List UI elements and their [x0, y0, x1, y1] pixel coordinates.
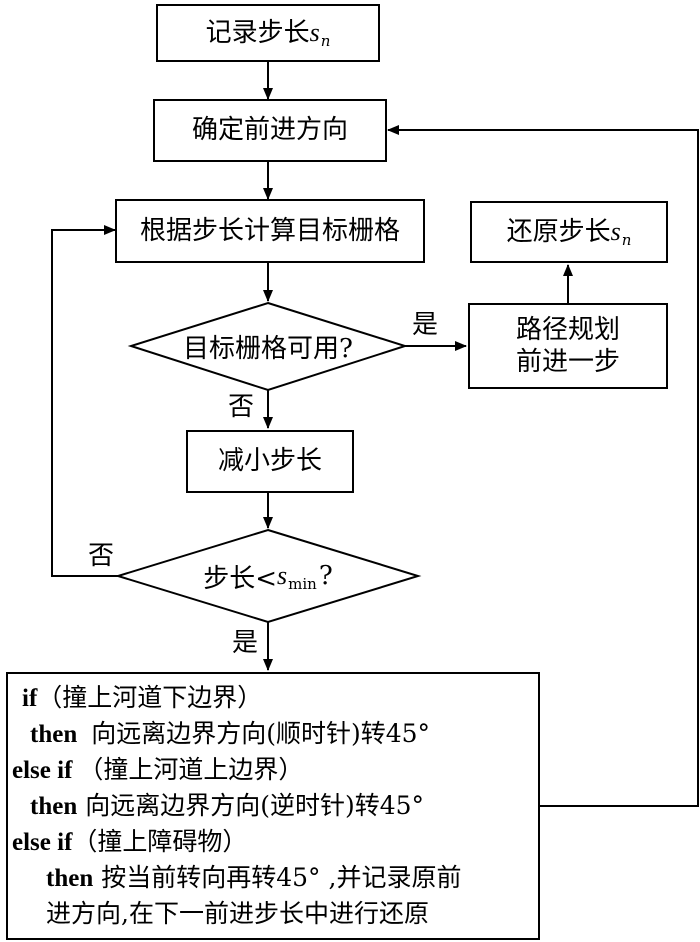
label-usable-yes: 是: [412, 310, 439, 340]
rules-line-6-keyword: then: [46, 865, 94, 892]
node-plan-path-line1: 路径规划: [515, 314, 620, 345]
rules-line-4-keyword: then: [30, 793, 78, 820]
rules-line-3-text: （撞上河道上边界）: [78, 755, 304, 784]
rules-line-3: else if（撞上河道上边界）: [8, 752, 538, 788]
label-step-yes: 是: [232, 628, 259, 658]
rules-line-7: 进方向,在下一前进步长中进行还原: [8, 896, 538, 931]
node-compute-target: 根据步长计算目标栅格: [115, 199, 425, 263]
label-usable-no: 否: [228, 392, 255, 422]
rules-line-1: if（撞上河道下边界）: [8, 680, 538, 716]
node-step-check-post: ?: [318, 561, 333, 591]
rules-line-6: then 按当前转向再转45° ,并记录原前: [8, 860, 538, 896]
node-restore-step-var: s: [610, 216, 621, 246]
node-step-check-pre: 步长<: [203, 563, 278, 594]
node-restore-step-label: 还原步长: [506, 216, 611, 247]
label-step-no: 否: [88, 541, 115, 571]
rules-line-4: then 向远离边界方向(逆时针)转45°: [8, 788, 538, 824]
node-record-step-var: s: [309, 17, 320, 47]
rules-line-7-text: 进方向,在下一前进步长中进行还原: [46, 899, 429, 928]
rules-line-1-keyword: if: [22, 685, 38, 712]
rules-line-1-text: （撞上河道下边界）: [37, 683, 263, 712]
rules-block: if（撞上河道下边界） then 向远离边界方向(顺时针)转45° else if…: [6, 672, 540, 940]
node-record-step-sub: n: [320, 31, 331, 50]
edge-step-no-loop-to-compute: [51, 225, 118, 577]
rules-line-2-text: 向远离边界方向(顺时针)转45°: [91, 719, 431, 748]
node-reduce-step: 减小步长: [186, 430, 354, 493]
edge-rules-loop-to-direction: [387, 125, 699, 807]
node-set-direction: 确定前进方向: [153, 99, 387, 162]
node-reduce-step-label: 减小步长: [217, 446, 322, 477]
rules-line-3-keyword: else if: [12, 757, 73, 784]
node-step-check-var: s: [277, 561, 288, 590]
node-record-step-label: 记录步长: [205, 17, 310, 48]
rules-line-5-text: （撞上障碍物）: [72, 827, 248, 856]
node-plan-path: 路径规划 前进一步: [468, 303, 668, 389]
node-target-usable-label: 目标栅格可用?: [183, 333, 353, 364]
node-plan-path-line2: 前进一步: [515, 347, 620, 377]
rules-line-2-keyword: then: [30, 721, 78, 748]
node-target-usable-text: 目标栅格可用?: [131, 325, 405, 367]
node-set-direction-label: 确定前进方向: [191, 115, 348, 146]
rules-line-2: then 向远离边界方向(顺时针)转45°: [8, 716, 538, 752]
node-step-check-sub: min: [288, 575, 317, 593]
rules-line-6-text: 按当前转向再转45° ,并记录原前: [101, 863, 462, 892]
node-compute-target-label: 根据步长计算目标栅格: [139, 215, 400, 246]
rules-line-5: else if（撞上障碍物）: [8, 824, 538, 860]
rules-line-5-keyword: else if: [12, 829, 73, 856]
node-restore-step-sub: n: [621, 230, 632, 249]
rules-line-4-text: 向远离边界方向(逆时针)转45°: [85, 791, 425, 820]
